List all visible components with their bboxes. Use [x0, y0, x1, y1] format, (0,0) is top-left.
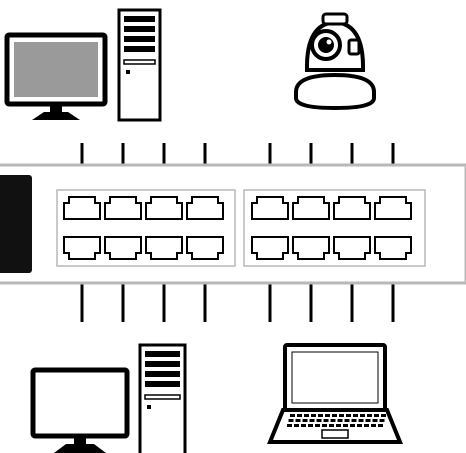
keyboard-key [379, 419, 385, 422]
keyboard-key [378, 424, 383, 427]
keyboard-key [325, 414, 330, 417]
ip-camera-icon [294, 12, 376, 111]
ethernet-port [251, 236, 289, 260]
keyboard-key [336, 424, 341, 427]
keyboard-key [330, 419, 336, 422]
network-switch [0, 163, 466, 285]
keyboard-key [346, 414, 351, 417]
keyboard-key [365, 419, 371, 422]
keyboard-key [360, 414, 365, 417]
ethernet-port [104, 196, 142, 220]
keyboard-key [337, 419, 343, 422]
keyboard-key [343, 424, 348, 427]
keyboard-key [297, 414, 302, 417]
keyboard-key [316, 419, 322, 422]
keyboard-key [304, 414, 309, 417]
ethernet-port [63, 236, 101, 260]
laptop-icon [267, 343, 403, 444]
ethernet-port [333, 236, 371, 260]
desktop-computer-icon [30, 343, 187, 453]
keyboard-key [339, 414, 344, 417]
keyboard-key [294, 424, 299, 427]
keyboard-key [301, 424, 306, 427]
keyboard-key [364, 424, 369, 427]
keyboard-key [374, 414, 379, 417]
keyboard-key [367, 414, 372, 417]
ethernet-port [104, 236, 142, 260]
keyboard-key [329, 424, 334, 427]
keyboard-key [311, 414, 316, 417]
desktop-computer-icon [4, 8, 162, 122]
keyboard-key [288, 419, 294, 422]
keyboard-key [290, 414, 295, 417]
keyboard-key [309, 419, 315, 422]
keyboard-key [322, 424, 327, 427]
keyboard-key [295, 419, 301, 422]
ethernet-port [374, 236, 412, 260]
keyboard-key [308, 424, 313, 427]
keyboard-key [351, 419, 357, 422]
keyboard-key [372, 419, 378, 422]
keyboard-key [302, 419, 308, 422]
keyboard-key [350, 424, 355, 427]
keyboard-key [358, 419, 364, 422]
keyboard-key [315, 424, 320, 427]
keyboard-key [344, 419, 350, 422]
keyboard-key [323, 419, 329, 422]
ethernet-port [145, 236, 183, 260]
keyboard-key [353, 414, 358, 417]
ethernet-port [63, 196, 101, 220]
keyboard-key [332, 414, 337, 417]
keyboard-key [371, 424, 376, 427]
ethernet-port [145, 196, 183, 220]
ethernet-port [333, 196, 371, 220]
ethernet-port [186, 196, 224, 220]
ethernet-port [374, 196, 412, 220]
keyboard-key [318, 414, 323, 417]
keyboard-key [381, 414, 386, 417]
ethernet-port [292, 236, 330, 260]
ethernet-port [186, 236, 224, 260]
keyboard-key [357, 424, 362, 427]
keyboard-key [287, 424, 292, 427]
ethernet-port [251, 196, 289, 220]
ethernet-port [292, 196, 330, 220]
